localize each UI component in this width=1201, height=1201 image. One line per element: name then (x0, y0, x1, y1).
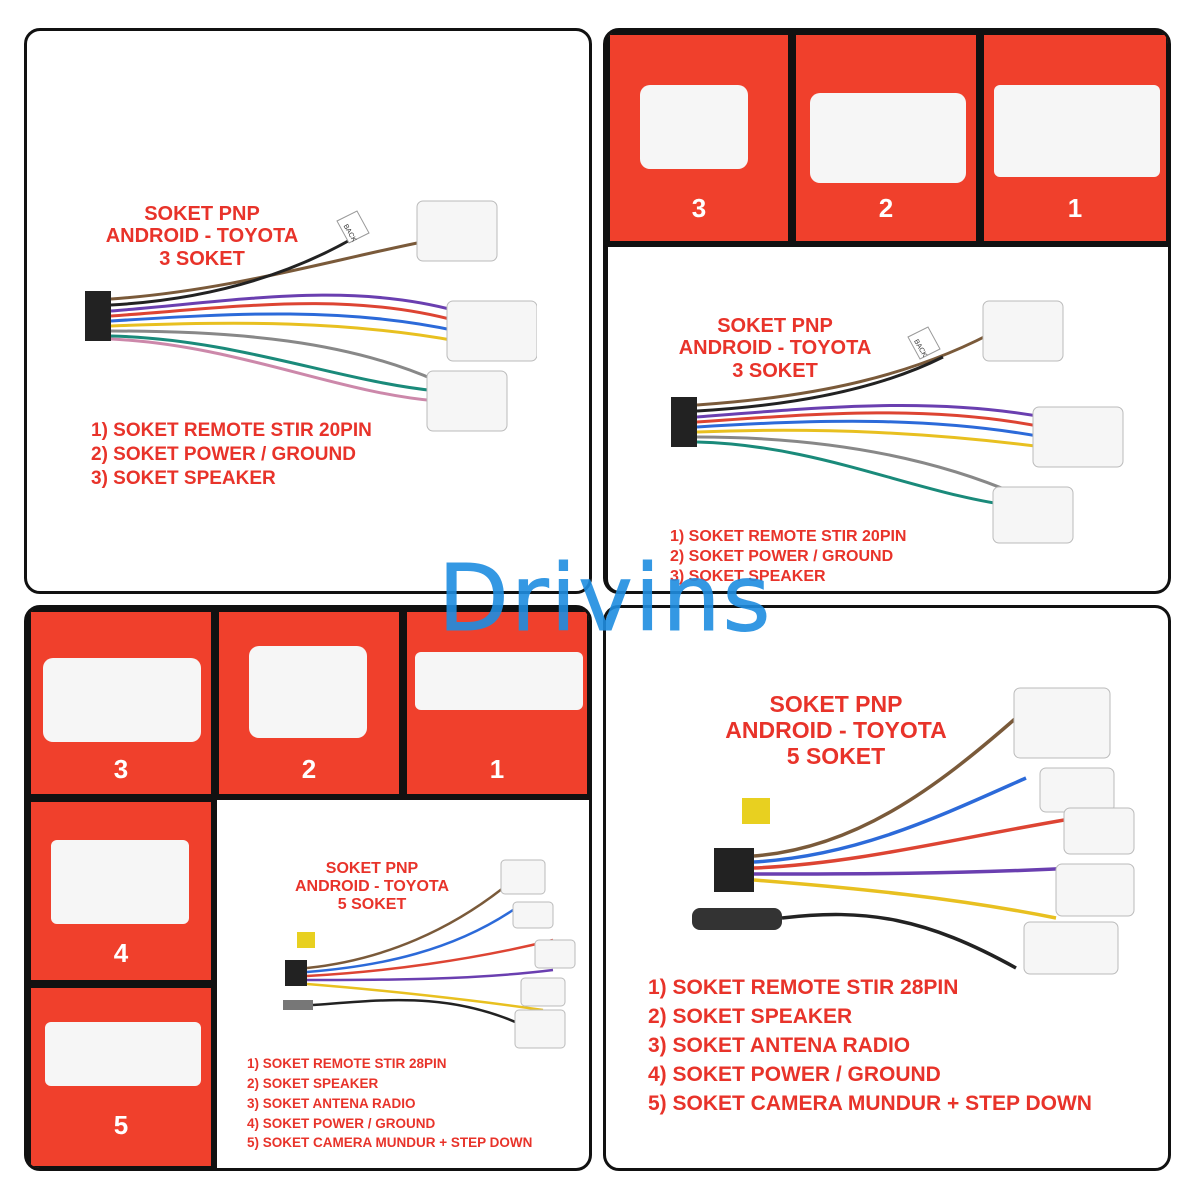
panel-top-left: SOKET PNP ANDROID - TOYOTA 3 SOKET BACK … (24, 28, 592, 594)
socket-tile-4: 4 (29, 800, 213, 982)
socket-photo (810, 93, 966, 183)
panel-top-right: 3 2 1 SOKET PNP ANDROID - TOYOTA 3 SOKET (603, 28, 1171, 594)
feature-list: 1) SOKET REMOTE STIR 20PIN 2) SOKET POWE… (670, 528, 907, 585)
wiring-harness-3-socket: BACK (85, 200, 537, 432)
socket-photo (43, 658, 201, 742)
wiring-harness-5-socket (283, 859, 576, 1049)
socket-tile-1: 1 (982, 33, 1168, 243)
harness-title: SOKET PNP ANDROID - TOYOTA 3 SOKET (105, 203, 299, 270)
socket-tile-5: 5 (29, 986, 213, 1168)
socket-tile-1: 1 (405, 610, 589, 796)
socket-photo (994, 85, 1160, 177)
socket-photo (415, 652, 583, 710)
socket-photo (51, 840, 189, 924)
harness-photo-area: SOKET PNP ANDROID - TOYOTA 3 SOKET BACK (608, 247, 1168, 591)
feature-list: 1) SOKET REMOTE STIR 28PIN 2) SOKET SPEA… (648, 976, 1092, 1115)
socket-photo (45, 1022, 201, 1086)
socket-photo (249, 646, 367, 738)
socket-tile-3: 3 (608, 33, 790, 243)
harness-photo-area: SOKET PNP ANDROID - TOYOTA 5 SOKET 1) (217, 800, 589, 1168)
harness-title: SOKET PNP ANDROID - TOYOTA 5 SOKET (725, 691, 947, 769)
wiring-harness-3-socket: BACK (671, 300, 1124, 544)
watermark-text: Drivins (437, 545, 773, 653)
wiring-harness-5-socket (692, 687, 1135, 975)
harness-title: SOKET PNP ANDROID - TOYOTA 3 SOKET (678, 315, 872, 382)
feature-list: 1) SOKET REMOTE STIR 28PIN 2) SOKET SPEA… (247, 1056, 533, 1151)
harness-title: SOKET PNP ANDROID - TOYOTA 5 SOKET (294, 860, 450, 913)
feature-list: 1) SOKET REMOTE STIR 20PIN 2) SOKET POWE… (91, 420, 372, 489)
socket-photo (640, 85, 748, 169)
socket-tile-2: 2 (217, 610, 401, 796)
socket-tile-2: 2 (794, 33, 978, 243)
panel-bottom-left: 3 2 1 4 5 SOKET PNP ANDROID - TOYOTA 5 S… (24, 605, 592, 1171)
socket-tile-3: 3 (29, 610, 213, 796)
panel-bottom-right: SOKET PNP ANDROID - TOYOTA 5 SOKET 1) SO… (603, 605, 1171, 1171)
